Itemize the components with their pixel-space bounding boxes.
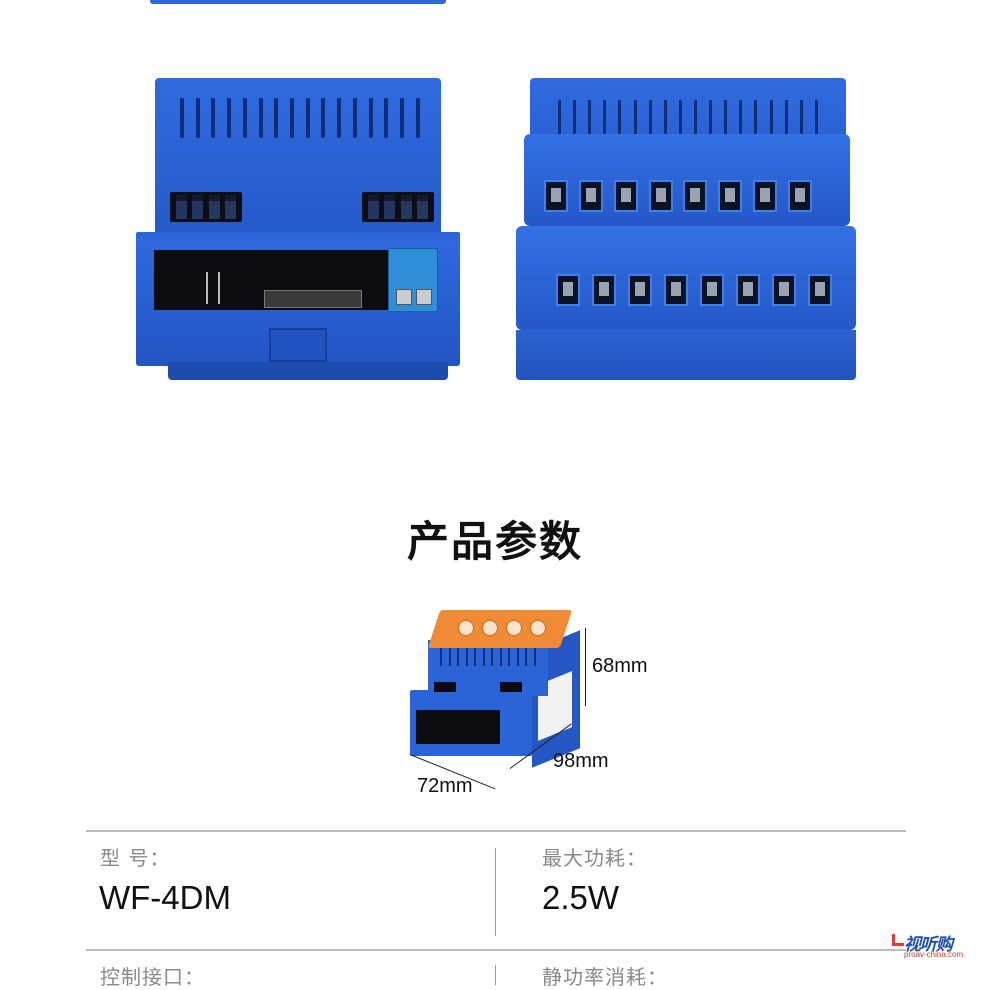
model-label: 型 号： [100,846,171,870]
dimension-diagram [400,600,640,800]
device-top-panel [427,610,573,648]
spec-column-divider [495,848,496,936]
watermark-site: proav-china.com [904,950,964,959]
device-button [482,620,498,636]
site-watermark: 视听购 proav-china.com [892,930,972,962]
module-base [168,362,448,380]
device-button [458,620,474,636]
terminal-slots-upper [544,180,812,212]
section-title: 产品参数 [406,517,583,566]
previous-product-image-edge [150,0,446,4]
cart-icon [892,934,904,946]
model-value: WF-4DM [99,879,231,916]
product-photo-terminal-view [514,78,856,382]
dip-switch [264,290,362,308]
max-power-value: 2.5W [542,879,620,916]
module-top-housing [530,78,846,138]
terminal-slots-lower [556,274,832,306]
vent-slots [558,100,818,134]
spec-column-divider [495,965,496,985]
signal-connector-right [362,192,434,222]
device-button [506,620,522,636]
max-power-label: 最大功耗： [542,846,647,870]
static-power-label: 静功率消耗： [542,965,668,989]
jumper-pins [206,272,220,304]
product-photo-front-view [136,78,460,382]
power-terminal-block [388,248,438,312]
vent-slots [180,98,420,138]
height-label: 68mm [592,655,648,677]
height-dimension-line [585,628,586,706]
watermark-logo-text: 视听购 [904,935,953,955]
depth-label: 98mm [553,750,609,772]
device-vents [440,646,536,666]
device-button [530,620,546,636]
width-label: 72mm [417,775,473,797]
din-rail-clip [269,328,327,362]
device-connector [500,682,522,692]
device-connector [434,682,456,692]
spec-table-row-rule [86,949,906,951]
signal-connector-left [170,192,242,222]
module-foot [516,330,856,380]
control-interface-label: 控制接口： [100,965,205,989]
device-circuit-bay [416,710,500,744]
spec-table-top-rule [86,830,906,832]
